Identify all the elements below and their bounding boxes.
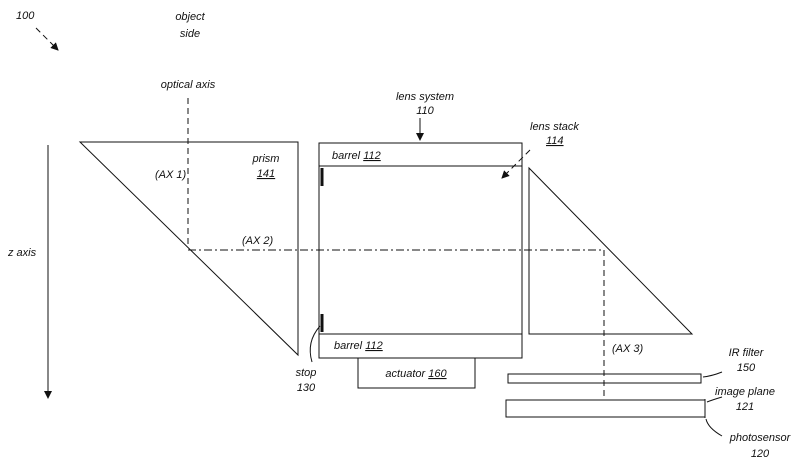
image-plane-label: image plane — [715, 386, 775, 398]
object-side-label-line1: object — [175, 11, 205, 23]
figure-number-arrow — [35, 27, 59, 51]
prism-number: 141 — [257, 168, 275, 180]
lens-system-label: lens system — [396, 91, 454, 103]
stop-leader — [309, 325, 321, 363]
barrel-top-label: barrel 112 — [332, 150, 381, 162]
ax1-label: (AX 1) — [155, 169, 187, 181]
ax3-label: (AX 3) — [612, 343, 644, 355]
object-side-label-line2: side — [180, 28, 200, 40]
ir-filter-label: IR filter — [729, 347, 765, 359]
figure-number: 100 — [16, 10, 35, 22]
ir-filter-number: 150 — [737, 362, 756, 374]
lens-system-number: 110 — [416, 105, 434, 117]
prism-141 — [78, 141, 299, 357]
ir-filter-150 — [507, 373, 702, 384]
lens-stack-number: 114 — [546, 135, 564, 147]
actuator-160 — [357, 357, 476, 389]
photosensor-label: photosensor — [729, 432, 792, 444]
optical-axis-label: optical axis — [161, 79, 216, 91]
photosensor-number: 120 — [751, 448, 770, 460]
stop-number: 130 — [297, 382, 316, 394]
output-prism — [528, 166, 694, 335]
ax2-label: (AX 2) — [242, 235, 274, 247]
lens-stack-label: lens stack — [530, 121, 579, 133]
z-axis-label: z axis — [7, 247, 37, 259]
image-plane-leader — [706, 396, 723, 403]
photosensor-120 — [505, 399, 706, 418]
ir-filter-leader — [702, 371, 723, 378]
image-plane-number: 121 — [736, 401, 754, 413]
stop-label: stop — [296, 367, 317, 379]
lens-stack-arrow — [501, 149, 531, 179]
prism-label: prism — [252, 153, 280, 165]
photosensor-leader — [705, 418, 723, 437]
barrel-bottom-label: barrel 112 — [334, 340, 383, 352]
actuator-label: actuator 160 — [385, 368, 447, 380]
